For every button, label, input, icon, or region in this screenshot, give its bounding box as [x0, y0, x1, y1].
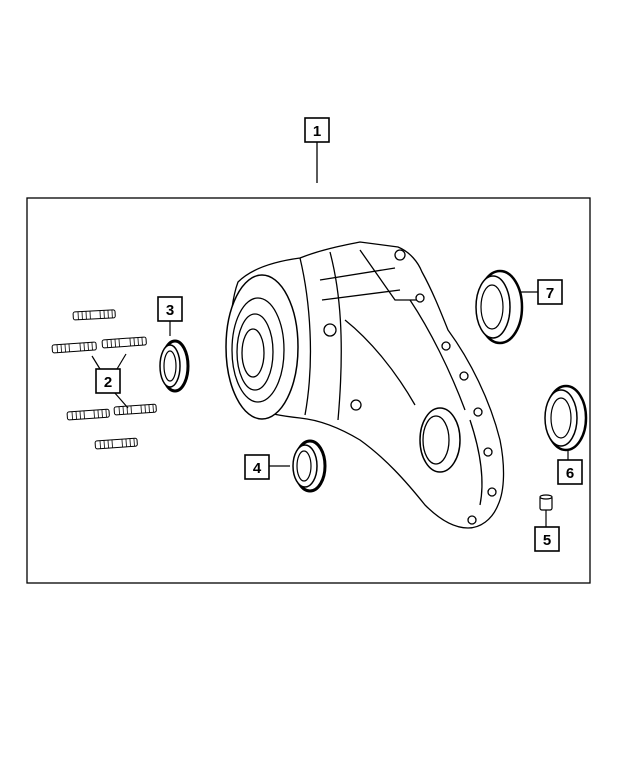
seal-7[interactable]: [475, 269, 524, 345]
callout-3[interactable]: 3: [157, 296, 183, 322]
stud-4[interactable]: [66, 408, 110, 421]
stud-6[interactable]: [94, 437, 138, 450]
callout-4-label: 4: [253, 460, 262, 477]
callout-6[interactable]: 6: [557, 459, 583, 485]
callout-3-label: 3: [166, 302, 174, 319]
callout-7-label: 7: [546, 285, 554, 302]
dowel-pin-5[interactable]: [539, 494, 553, 511]
callout-5[interactable]: 5: [534, 526, 560, 552]
callout-5-label: 5: [543, 532, 551, 549]
callout-6-label: 6: [566, 465, 574, 482]
stud-1[interactable]: [72, 309, 116, 321]
callout-4[interactable]: 4: [244, 454, 270, 480]
seal-6[interactable]: [544, 384, 588, 452]
transfer-case-housing[interactable]: [225, 241, 505, 529]
callout-2[interactable]: 2: [95, 368, 121, 394]
seal-3[interactable]: [159, 339, 190, 393]
stud-group: [51, 309, 157, 450]
stud-2[interactable]: [51, 341, 97, 354]
leader-lines-2: [91, 353, 129, 409]
callout-7[interactable]: 7: [537, 279, 563, 305]
callout-1-label: 1: [313, 123, 321, 140]
diagram-frame: [26, 197, 591, 584]
callout-2-label: 2: [104, 374, 112, 391]
seal-4[interactable]: [292, 439, 327, 493]
callout-1[interactable]: 1: [304, 117, 330, 143]
stud-3[interactable]: [101, 336, 147, 349]
stud-5[interactable]: [113, 403, 157, 416]
